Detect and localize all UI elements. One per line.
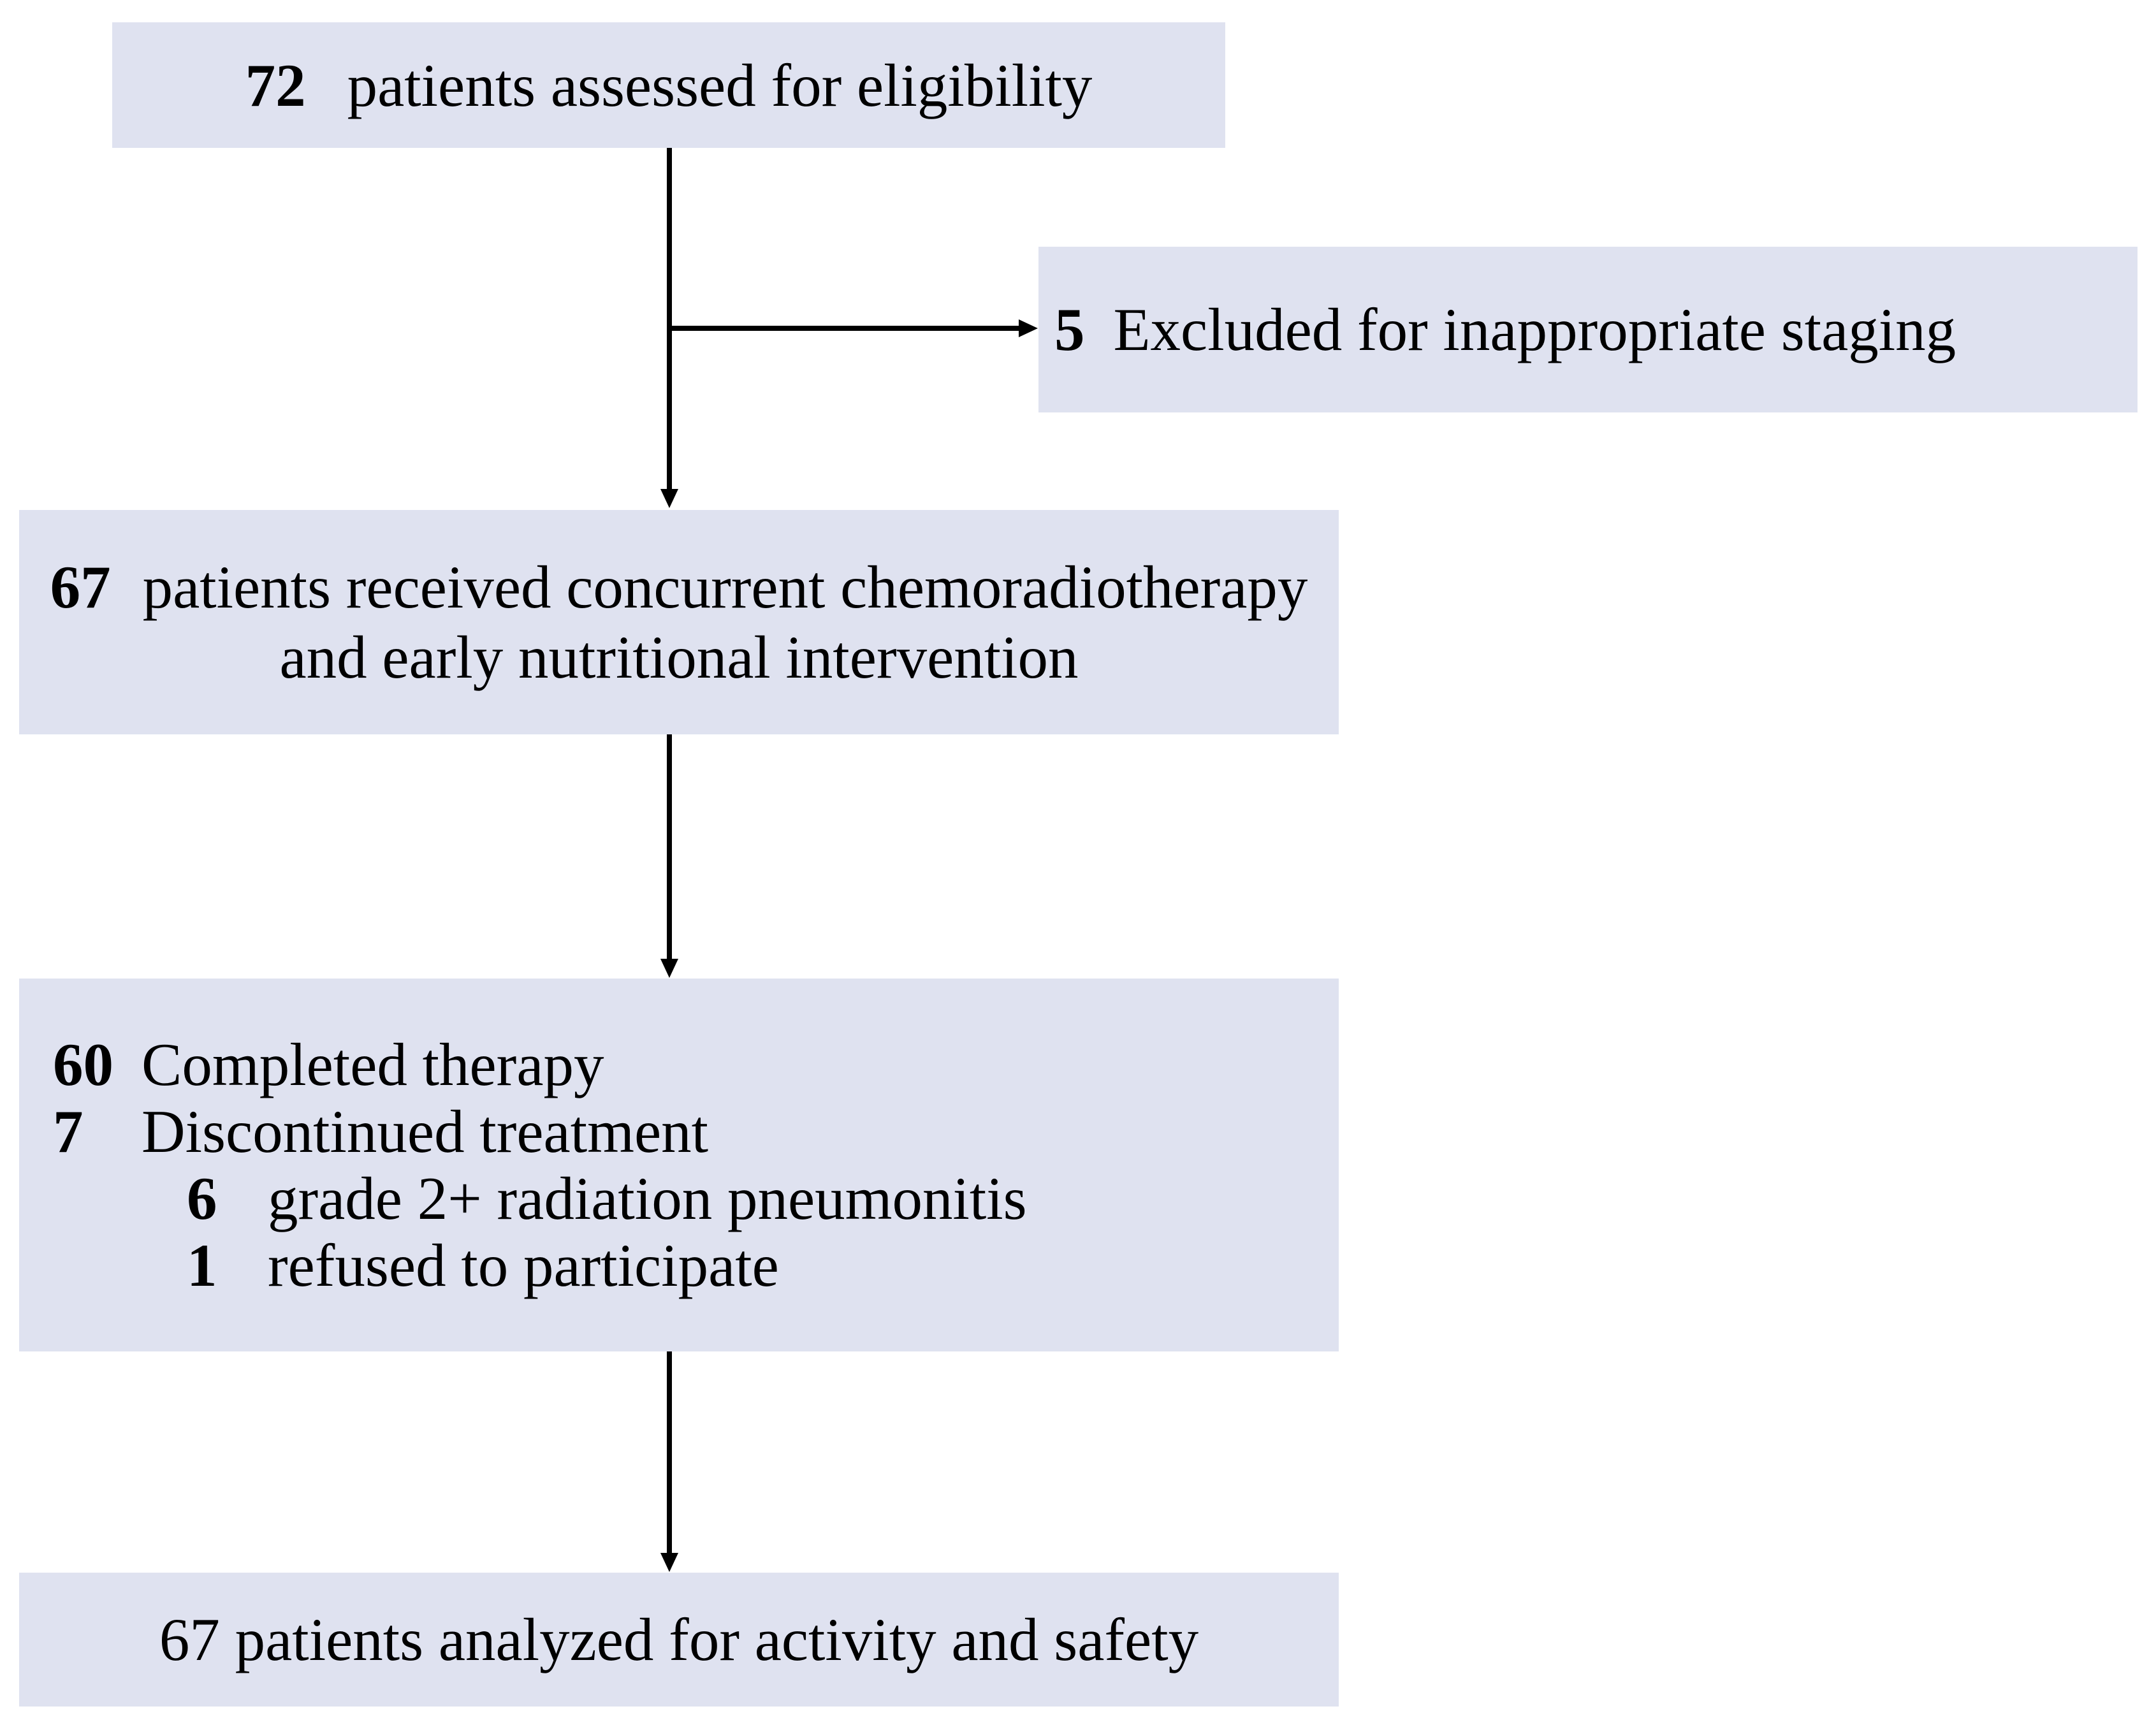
pneumonitis-count: 6 <box>187 1164 217 1232</box>
assessed-label: patients assessed for eligibility <box>347 51 1093 119</box>
outcome-row-discontinued: 7 Discontinued treatment <box>53 1098 1339 1165</box>
received-count: 67 <box>50 553 111 621</box>
pneumonitis-label: grade 2+ radiation pneumonitis <box>268 1164 1027 1232</box>
down-arrow-assessed-to-received <box>660 148 678 508</box>
box-patients-assessed: 72 patients assessed for eligibility <box>112 22 1225 148</box>
branch-arrow-to-excluded <box>669 319 1038 337</box>
box-received-treatment: 67 patients received concurrent chemoradi… <box>19 510 1339 734</box>
analyzed-label: 67 patients analyzed for activity and sa… <box>159 1606 1199 1673</box>
refused-count: 1 <box>187 1231 217 1299</box>
down-arrow-outcome-to-analyzed <box>660 1351 678 1572</box>
outcome-row-completed: 60 Completed therapy <box>53 1031 1339 1098</box>
excluded-label: Excluded for inappropriate staging <box>1113 296 1956 363</box>
received-label-1: patients received concurrent chemoradiot… <box>142 553 1308 621</box>
down-arrow-received-to-outcome <box>660 734 678 978</box>
discontinued-label: Discontinued treatment <box>142 1097 709 1165</box>
box-therapy-outcome: 60 Completed therapy 7 Discontinued trea… <box>19 979 1339 1351</box>
assessed-count: 72 <box>245 51 306 119</box>
box-patients-analyzed: 67 patients analyzed for activity and sa… <box>19 1573 1339 1707</box>
received-line-1: 67 patients received concurrent chemoradi… <box>50 552 1308 622</box>
received-label-2: and early nutritional intervention <box>279 623 1079 691</box>
received-line-2: and early nutritional intervention <box>279 622 1078 692</box>
refused-label: refused to participate <box>268 1231 779 1299</box>
completed-label: Completed therapy <box>142 1030 604 1098</box>
excluded-count: 5 <box>1054 296 1085 363</box>
discontinued-count: 7 <box>53 1097 84 1165</box>
outcome-row-refused: 1 refused to participate <box>53 1232 1339 1299</box>
box-excluded: 5 Excluded for inappropriate staging <box>1038 247 2138 412</box>
outcome-row-pneumonitis: 6 grade 2+ radiation pneumonitis <box>53 1165 1339 1232</box>
completed-count: 60 <box>53 1030 113 1098</box>
